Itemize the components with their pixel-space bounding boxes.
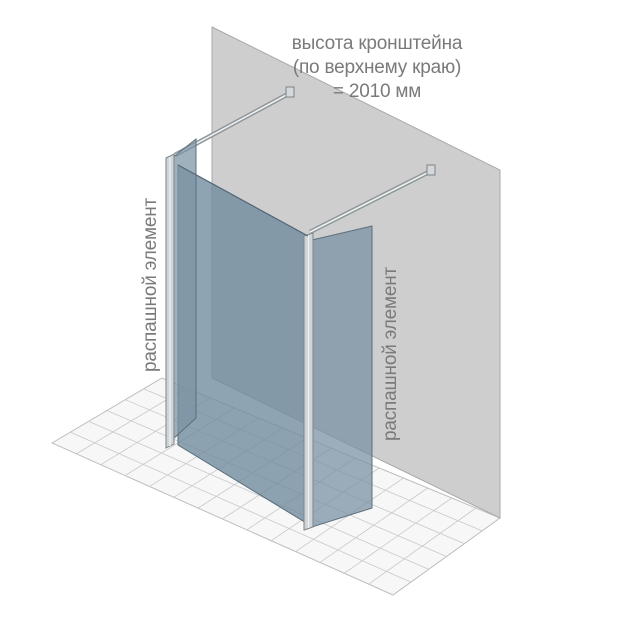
caption-line-2: (по верхнему краю) — [292, 57, 462, 78]
right-swing-element-label: распашной элемент — [380, 266, 401, 441]
bracket-height-caption: высота кронштейна (по верхнему краю) = 2… — [262, 32, 492, 104]
glass-top-edge — [177, 164, 309, 237]
left-swing-element-label: распашной элемент — [140, 197, 161, 372]
caption-line-3: = 2010 мм — [332, 81, 422, 102]
left-wall-profile — [165, 153, 175, 449]
caption-line-1: высота кронштейна — [291, 33, 463, 54]
left-swing-glass — [171, 137, 197, 442]
wall-bracket-right — [308, 164, 436, 235]
right-panel-profile — [303, 232, 314, 531]
right-swing-glass — [311, 225, 373, 528]
